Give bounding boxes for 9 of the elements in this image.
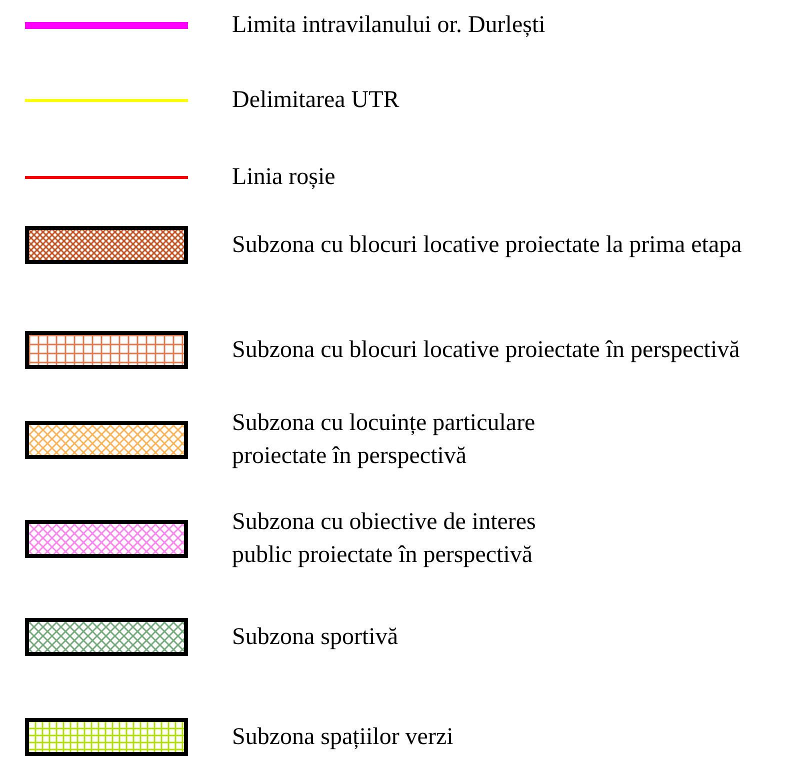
legend-label: Limita intravilanului or. Durlești xyxy=(232,10,546,40)
legend-label: Subzona cu obiective de interes public proiectate în perspectivă xyxy=(232,508,537,570)
legend-label: Subzona cu locuințe particulare proiectate în perspectivă xyxy=(232,409,536,471)
legend-label: Subzona cu blocuri locative proiectate la prima etapa xyxy=(232,230,743,260)
legend-label: Subzona spațiilor verzi xyxy=(232,722,454,752)
legend-label: Delimitarea UTR xyxy=(232,86,400,114)
legend-label: Subzona sportivă xyxy=(232,622,399,652)
legend-label: Subzona cu blocuri locative proiectate în perspectivă xyxy=(232,336,741,364)
legend-label: Linia roșie xyxy=(232,162,336,192)
